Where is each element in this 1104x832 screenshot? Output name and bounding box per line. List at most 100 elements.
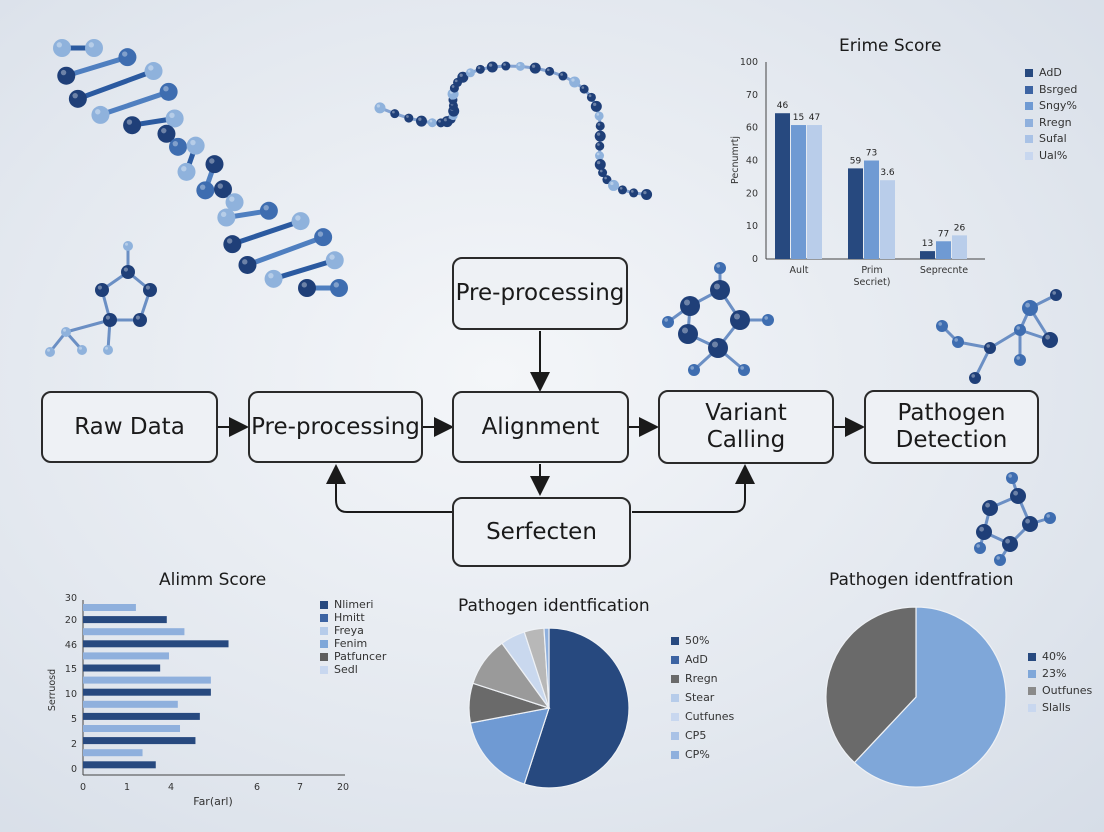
- chart2-legend-swatch: [320, 665, 328, 674]
- chart2-bar: [83, 712, 200, 720]
- protein-atom: [475, 64, 485, 74]
- dna-atom: [223, 235, 242, 254]
- atom-highlight: [220, 211, 227, 218]
- chart4-title: Pathogen identfration: [829, 570, 1014, 590]
- molecule-atom: [1050, 289, 1062, 301]
- atom-highlight: [295, 215, 301, 221]
- chart2-ylabel: Serruosd: [47, 669, 58, 711]
- molecule-atom: [976, 524, 992, 540]
- dna-atom: [57, 66, 76, 85]
- chart4-slice: [825, 606, 917, 764]
- atom-highlight: [392, 110, 395, 114]
- chart3-legend-item: CP%: [671, 745, 734, 764]
- chart2-ytick: 46: [65, 640, 77, 651]
- dna-atom: [264, 269, 283, 288]
- atom-highlight: [438, 119, 441, 123]
- chart1-ytick: 100: [740, 57, 758, 68]
- chart2-bar: [83, 676, 211, 684]
- atom-highlight: [714, 283, 720, 290]
- chart3-legend-label: CP5: [685, 729, 707, 742]
- chart2-legend-swatch: [320, 600, 328, 609]
- chart2-xlabel: Far(arl): [193, 795, 232, 808]
- node-pre-processing-label: Pre-processing: [251, 413, 420, 440]
- atom-highlight: [454, 79, 458, 83]
- protein-atom: [590, 100, 602, 112]
- chart1-ytick: 40: [746, 156, 758, 167]
- protein-atom: [390, 109, 400, 119]
- dna-atom: [165, 109, 184, 128]
- chart2-legend-label: Hmitt: [334, 611, 365, 624]
- node-pre-processing-top: Pre-processing: [452, 257, 628, 330]
- atom-highlight: [596, 152, 600, 156]
- chart1-data-label: 47: [809, 113, 820, 123]
- molecule-atom: [994, 554, 1006, 566]
- chart1-legend-label: Ual%: [1039, 148, 1068, 162]
- atom-highlight: [1016, 356, 1020, 360]
- chart1-ytick: 60: [746, 123, 758, 134]
- chart1-bar: [952, 235, 967, 259]
- protein-atom: [618, 185, 628, 195]
- atom-highlight: [740, 366, 744, 370]
- chart1-ytick: 10: [746, 221, 758, 232]
- chart4-legend-label: 23%: [1042, 667, 1067, 680]
- atom-highlight: [1045, 334, 1050, 340]
- chart4-legend-swatch: [1028, 686, 1036, 695]
- molecule-atom: [103, 345, 113, 355]
- atom-highlight: [418, 117, 422, 121]
- chart1-xtick: Prim: [861, 265, 882, 276]
- molecule-atom: [123, 241, 133, 251]
- atom-highlight: [682, 327, 688, 334]
- atom-highlight: [60, 69, 67, 76]
- chart3-legend-item: 50%: [671, 631, 734, 650]
- atom-highlight: [734, 313, 740, 320]
- atom-highlight: [1008, 474, 1012, 478]
- atom-highlight: [459, 73, 463, 77]
- chart1-legend-item: Ual%: [1025, 148, 1077, 165]
- chart2-bar: [83, 664, 161, 672]
- atom-highlight: [181, 166, 187, 172]
- atom-highlight: [135, 315, 140, 320]
- molecule-atom: [61, 327, 71, 337]
- chart4-legend-label: Outfunes: [1042, 684, 1093, 697]
- atom-highlight: [63, 328, 66, 332]
- chart4-legend-swatch: [1028, 652, 1036, 661]
- chart4-legend-item: 23%: [1028, 665, 1092, 682]
- atom-highlight: [1025, 302, 1030, 308]
- chart1-legend-label: Sufal: [1039, 132, 1067, 145]
- chart2-title: Alimm Score: [159, 570, 267, 590]
- atom-highlight: [229, 196, 235, 202]
- molecule-atom: [121, 265, 135, 279]
- dna-atom: [314, 228, 333, 247]
- chart3-slice: [543, 627, 550, 709]
- chart2-legend-label: Nlimeri: [334, 598, 374, 611]
- chart3-legend-item: AdD: [671, 650, 734, 669]
- chart2-legend-label: Patfuncer: [334, 650, 387, 663]
- dna-atom: [291, 212, 310, 231]
- chart3-title: Pathogen identfication: [458, 596, 650, 616]
- chart1-legend-label: Rregn: [1039, 115, 1072, 129]
- node-pre-processing: Pre-processing: [248, 391, 423, 463]
- chart3-legend-swatch: [671, 731, 679, 740]
- molecule-atom: [133, 313, 147, 327]
- chart1-bar: [880, 180, 895, 259]
- chart2-legend-item: Freya: [320, 624, 386, 637]
- dna-atom: [169, 137, 188, 156]
- protein-atom: [427, 118, 437, 128]
- chart1-xtick: Secriet): [854, 277, 891, 288]
- chart1-data-label: 3.6: [880, 168, 895, 178]
- chart3-legend-label: CP%: [685, 748, 710, 761]
- dna-atom: [91, 105, 110, 124]
- chart2-xtick: 20: [337, 782, 349, 793]
- bond: [231, 218, 302, 247]
- arrow-serf-to-variant: [632, 464, 755, 513]
- chart2-legend-item: Sedl: [320, 663, 386, 676]
- atom-highlight: [268, 272, 274, 279]
- atom-highlight: [488, 63, 493, 67]
- chart1-bar: [920, 251, 935, 259]
- node-serfecten-label: Serfecten: [486, 518, 597, 545]
- chart4-legend-item: Outfunes: [1028, 682, 1092, 699]
- molecule-atom: [936, 320, 948, 332]
